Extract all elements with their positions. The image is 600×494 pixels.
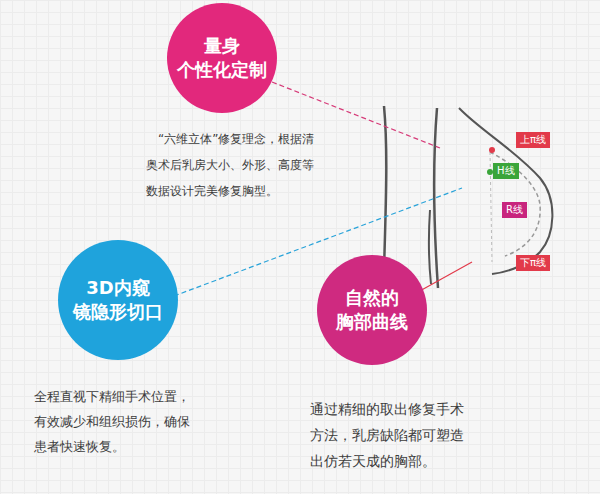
circle-title: 3D内窥 镜隐形切口 (58, 276, 178, 324)
feature-circle: 3D内窥 镜隐形切口 (58, 240, 178, 360)
body-line (384, 106, 386, 270)
line-tag: R线 (502, 202, 527, 218)
marker-dot (489, 147, 495, 153)
tag-text: 上π线 (520, 133, 546, 147)
line-tag: 上π线 (516, 132, 550, 148)
circle-title: 量身 个性化定制 (167, 34, 277, 82)
feature-circle: 自然的 胸部曲线 (317, 255, 427, 365)
dashed-contour (490, 152, 540, 256)
description-text: 全程直视下精细手术位置，有效减少和组织损伤，确保患者快速恢复。 (34, 384, 202, 459)
line-tag: H线 (493, 163, 519, 179)
body-line (429, 210, 431, 284)
feature-circle: 量身 个性化定制 (167, 3, 277, 113)
description-text: 通过精细的取出修复手术方法，乳房缺陷都可塑造出仿若天成的胸部。 (310, 396, 466, 474)
leader-line (174, 188, 462, 296)
leader-line (418, 262, 472, 292)
line-tag: 下π线 (516, 255, 550, 271)
tag-text: R线 (506, 203, 523, 217)
body-line (434, 108, 438, 288)
dashed-axis (490, 152, 492, 262)
circle-title: 自然的 胸部曲线 (317, 286, 427, 334)
breast-profile (459, 108, 552, 274)
description-text: “六维立体”修复理念，根据清奥术后乳房大小、外形、高度等数据设计完美修复胸型。 (146, 126, 318, 204)
tag-text: 下π线 (520, 256, 546, 270)
tag-text: H线 (497, 164, 515, 178)
